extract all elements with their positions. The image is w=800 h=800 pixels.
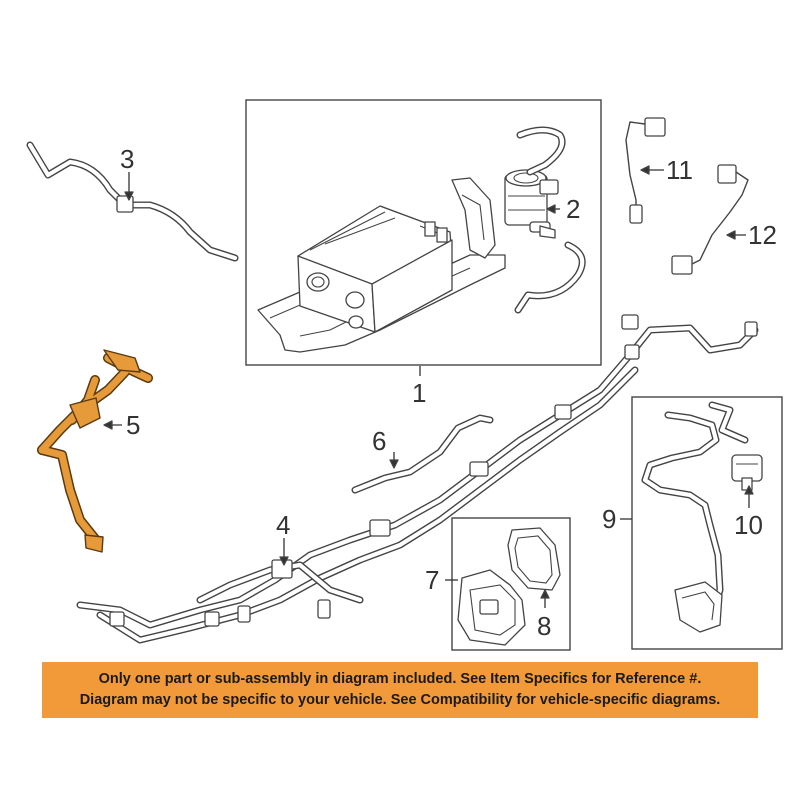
callout-9: 9 — [602, 504, 616, 534]
purge-hose-lower — [514, 241, 586, 314]
fuel-line-bundle-part-4 — [76, 314, 759, 644]
fuel-door-housing-part-7 — [457, 569, 526, 646]
notice-line-2: Diagram may not be specific to your vehi… — [79, 692, 721, 708]
vapor-line-part-6 — [351, 414, 494, 494]
purge-hose-upper — [516, 126, 566, 176]
callout-1: 1 — [412, 378, 426, 408]
charcoal-canister — [297, 205, 453, 333]
callout-11: 11 — [666, 155, 693, 185]
fuel-door-box — [451, 517, 571, 651]
canister-assembly-box — [245, 99, 602, 366]
callout-10: 10 — [734, 510, 763, 540]
callout-5: 5 — [126, 410, 140, 440]
callout-4: 4 — [276, 510, 290, 540]
wiring-harness-part-11 — [625, 117, 666, 224]
callout-3: 3 — [120, 144, 134, 174]
callout-2: 2 — [566, 194, 580, 224]
vent-assembly-box — [631, 396, 783, 650]
fuel-door-gasket-part-8 — [507, 527, 561, 591]
wiring-harness-part-12 — [671, 164, 749, 275]
purge-valve — [504, 169, 559, 239]
callout-8: 8 — [537, 611, 551, 641]
callout-7: 7 — [425, 565, 439, 595]
vent-hose-assembly-part-9 — [641, 401, 749, 633]
callout-12: 12 — [748, 220, 777, 250]
callout-6: 6 — [372, 426, 386, 456]
highlighted-bracket-part-5 — [37, 349, 153, 553]
notice-line-1: Only one part or sub-assembly in diagram… — [98, 671, 702, 687]
notice-banner: Only one part or sub-assembly in diagram… — [42, 662, 758, 718]
vent-valve-part-10 — [731, 454, 763, 491]
